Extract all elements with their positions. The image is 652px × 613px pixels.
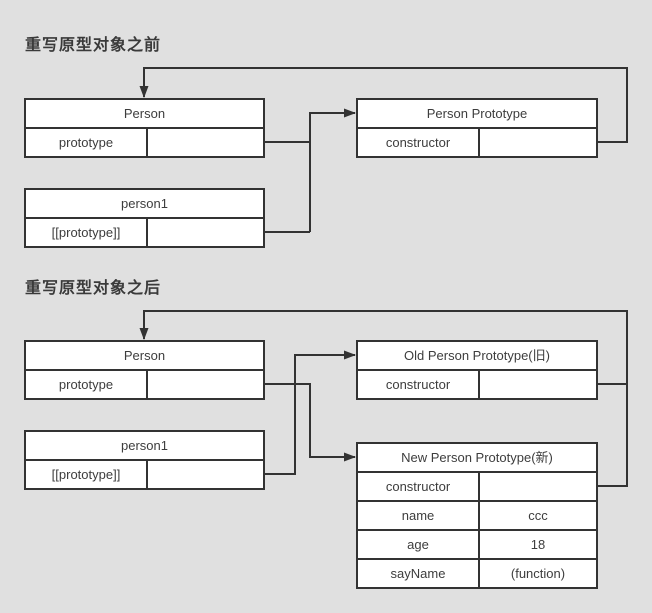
property-label: [[prototype]] <box>26 461 148 488</box>
property-row: [[prototype]] <box>26 459 263 488</box>
box-title: Person <box>123 348 166 363</box>
section-title-after: 重写原型对象之后 <box>25 280 162 297</box>
box-person-after: Person prototype <box>24 340 265 400</box>
property-label: age <box>358 531 480 558</box>
box-new-person-prototype-after: New Person Prototype(新) constructor name… <box>356 442 598 589</box>
property-row: name ccc <box>358 500 596 529</box>
section-title-before: 重写原型对象之前 <box>25 37 162 54</box>
wire-person-prototype-to-new-after <box>265 383 356 462</box>
property-value <box>148 219 263 246</box>
wire-person1-to-old-after <box>265 350 356 475</box>
box-person1-before: person1 [[prototype]] <box>24 188 265 248</box>
property-value <box>480 371 596 398</box>
box-title: Person Prototype <box>426 106 528 121</box>
box-person-before: Person prototype <box>24 98 265 158</box>
property-value <box>148 129 263 156</box>
box-title: Person <box>123 106 166 121</box>
box-person-prototype-before: Person Prototype constructor <box>356 98 598 158</box>
wire-constructors-to-person-after <box>139 310 628 487</box>
box-person1-after: person1 [[prototype]] <box>24 430 265 490</box>
property-row: constructor <box>358 369 596 398</box>
property-label: prototype <box>26 371 148 398</box>
property-label: constructor <box>358 371 480 398</box>
property-value <box>148 461 263 488</box>
property-label: prototype <box>26 129 148 156</box>
property-value <box>480 473 596 500</box>
property-label: [[prototype]] <box>26 219 148 246</box>
property-row: constructor <box>358 127 596 156</box>
wire-constructor-to-person-before <box>139 67 628 143</box>
property-value: (function) <box>510 566 566 581</box>
property-value: ccc <box>528 508 548 523</box>
wire-into-person-prototype-before <box>309 108 356 232</box>
property-value <box>480 129 596 156</box>
property-row: age 18 <box>358 529 596 558</box>
property-row: sayName (function) <box>358 558 596 587</box>
property-value: 18 <box>530 537 546 552</box>
box-title: Old Person Prototype(旧) <box>404 348 550 363</box>
property-label: name <box>358 502 480 529</box>
property-row: constructor <box>358 471 596 500</box>
property-value <box>148 371 263 398</box>
property-row: prototype <box>26 127 263 156</box>
property-row: [[prototype]] <box>26 217 263 246</box>
property-label: constructor <box>358 473 480 500</box>
box-old-person-prototype-after: Old Person Prototype(旧) constructor <box>356 340 598 400</box>
property-label: constructor <box>358 129 480 156</box>
box-title: person1 <box>121 196 168 211</box>
box-title: person1 <box>121 438 168 453</box>
property-label: sayName <box>358 560 480 587</box>
box-title: New Person Prototype(新) <box>401 450 553 465</box>
property-row: prototype <box>26 369 263 398</box>
